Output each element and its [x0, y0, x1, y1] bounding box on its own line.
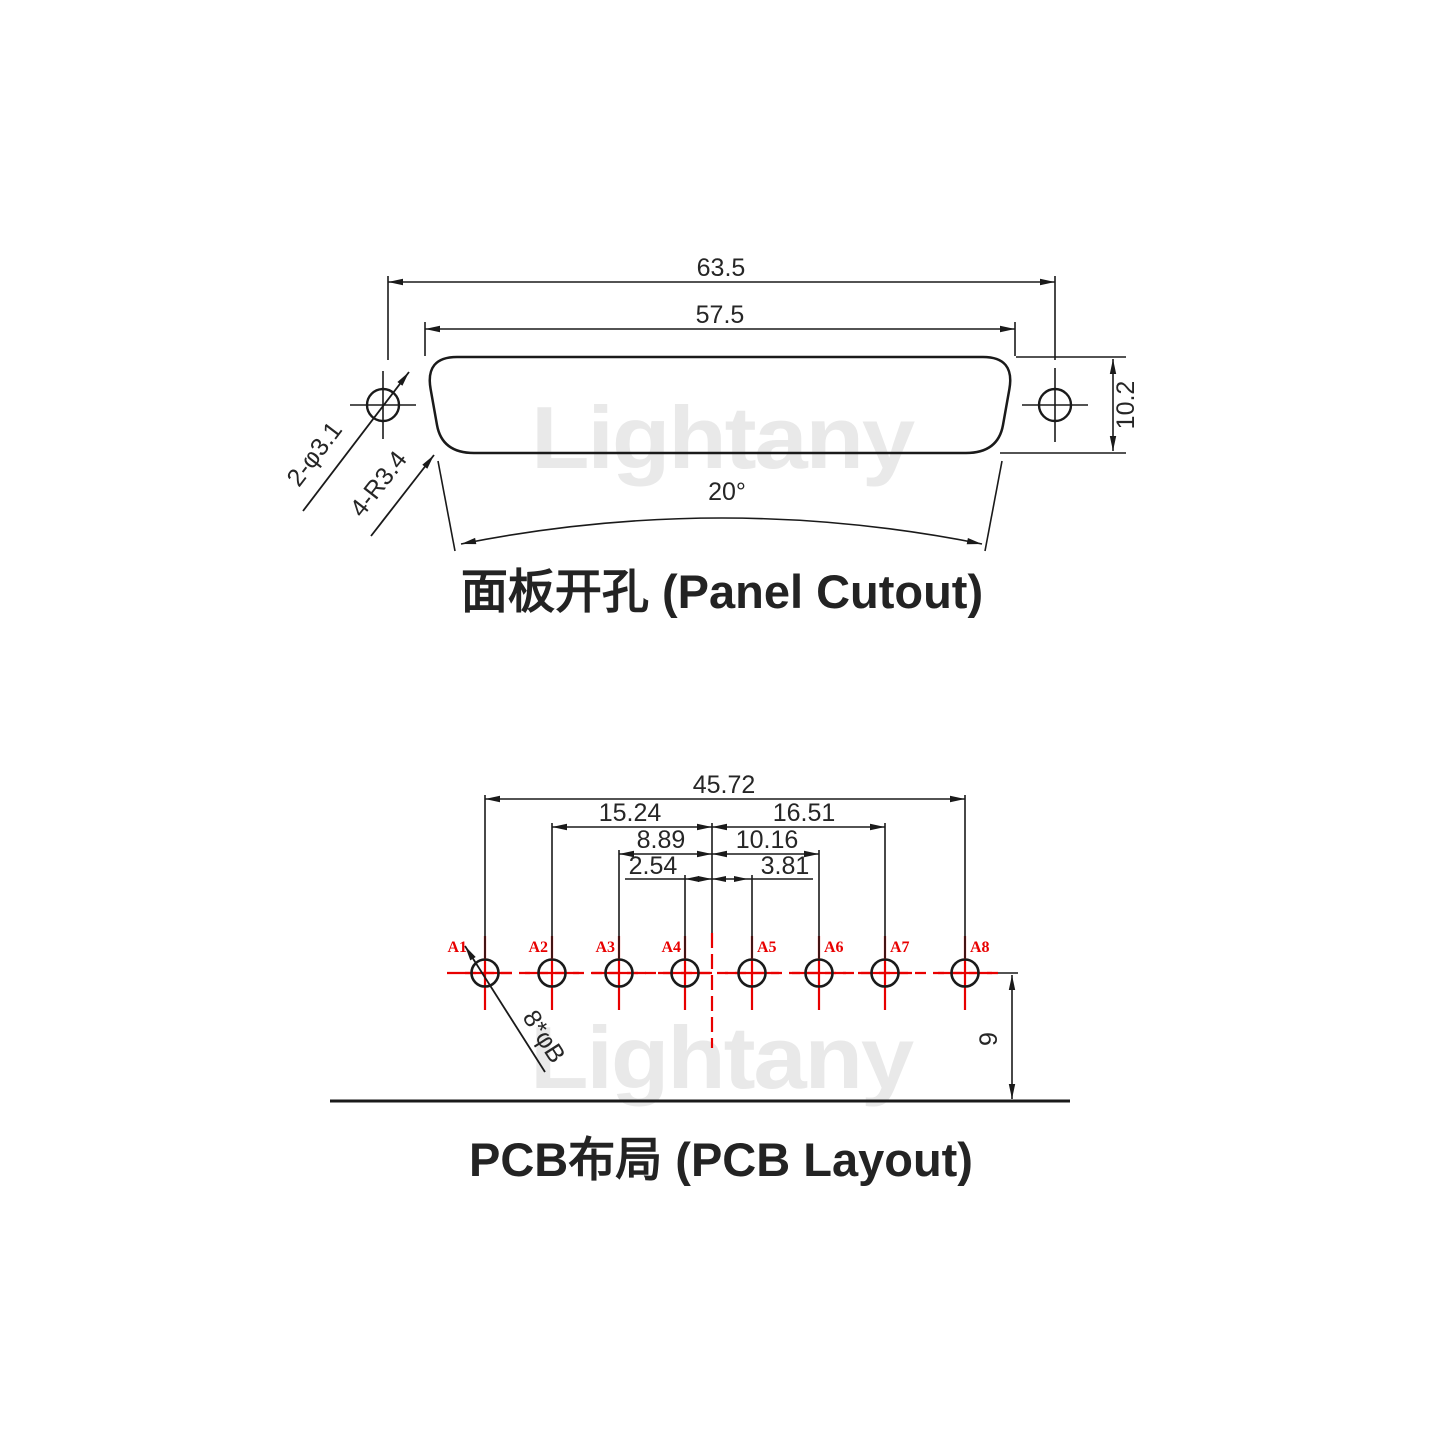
dim-text-20deg: 20° [708, 478, 746, 506]
mounting-hole-right [1022, 368, 1088, 442]
arrowhead [552, 823, 567, 831]
arrowhead [1008, 975, 1016, 990]
pad-a6 [804, 958, 834, 988]
leader-radius [370, 454, 435, 537]
arrowhead [804, 850, 819, 858]
leader-holes [302, 371, 410, 512]
pad-label-a7: A7 [890, 939, 910, 956]
dim-text-2-54: 2.54 [629, 852, 678, 880]
pcb-layout-title: PCB布局 (PCB Layout) [469, 1133, 973, 1186]
pad-a1 [470, 958, 500, 988]
arrowhead [485, 795, 500, 803]
dim-text-9: 9 [975, 1032, 1003, 1046]
dim-text-57-5: 57.5 [696, 301, 745, 329]
pad-a7 [870, 958, 900, 988]
dim-text-15-24: 15.24 [599, 799, 662, 827]
panel-cutout-outline [428, 355, 1012, 455]
arrowhead [685, 876, 699, 882]
watermark-bottom: Lightany [530, 1008, 914, 1107]
dim-text-3-81: 3.81 [761, 852, 810, 880]
pad-label-a4: A4 [661, 939, 681, 956]
watermark-top: Lightany [531, 388, 915, 487]
pad-a3 [604, 958, 634, 988]
arrowhead [465, 946, 476, 961]
panel-arrowheads [388, 278, 1117, 545]
arrowhead [712, 850, 727, 858]
pad-label-a1: A1 [447, 939, 467, 956]
arrowhead [734, 876, 748, 882]
ext-line [984, 460, 1003, 552]
pad-a8 [950, 958, 980, 988]
arrowhead [870, 823, 885, 831]
panel-cutout-title: 面板开孔 (Panel Cutout) [461, 565, 983, 618]
dim-text-10-16: 10.16 [736, 826, 799, 854]
arrowhead [697, 850, 712, 858]
arrowhead [461, 537, 477, 545]
arrowhead [1109, 436, 1117, 451]
arrowhead [712, 823, 727, 831]
pad-a4 [670, 958, 700, 988]
pad-label-a8: A8 [970, 939, 990, 956]
dim-text-45-72: 45.72 [693, 771, 756, 799]
leader-hole-dia [464, 945, 546, 1073]
pad-a2 [537, 958, 567, 988]
pcb-arrowheads [465, 795, 1016, 1099]
dim-20deg [437, 460, 1003, 552]
dim-63-5 [387, 276, 1056, 360]
pad-circles [470, 958, 980, 988]
arrowhead [1040, 278, 1055, 286]
angle-arc [460, 517, 983, 545]
pad-label-a2: A2 [528, 939, 548, 956]
pad-labels: A1 A2 A3 A4 A5 A6 A7 A8 [447, 939, 989, 956]
label-2-phi3-1: 2-φ3.1 [281, 417, 348, 492]
pcb-dim-lines [330, 795, 1070, 1103]
ext-line [437, 460, 456, 552]
pad-a5 [737, 958, 767, 988]
arrowhead [1000, 325, 1015, 333]
dim-57-5 [424, 322, 1016, 356]
arrowhead [1008, 1084, 1016, 1099]
pad-label-a3: A3 [595, 939, 615, 956]
arrowhead [712, 876, 726, 882]
arrowhead [397, 372, 409, 386]
pad-label-a6: A6 [824, 939, 844, 956]
dim-text-16-51: 16.51 [773, 799, 836, 827]
pcb-layout-diagram: A1 A2 A3 A4 A5 A6 A7 A8 45.72 15.24 16.5… [330, 771, 1070, 1186]
dim-text-10-2: 10.2 [1112, 381, 1140, 430]
arrowhead [425, 325, 440, 333]
arrowhead [619, 850, 634, 858]
arrowhead [1109, 359, 1117, 374]
arrowhead [697, 823, 712, 831]
dim-10-2 [1000, 356, 1126, 454]
arrowhead [950, 795, 965, 803]
arrowhead [698, 876, 712, 882]
arrowhead [388, 278, 403, 286]
dim-text-63-5: 63.5 [697, 254, 746, 282]
arrowhead [422, 455, 434, 469]
label-4-r3-4: 4-R3.4 [345, 446, 413, 522]
arrowhead [966, 538, 982, 545]
pad-label-a5: A5 [757, 939, 777, 956]
dim-text-8-89: 8.89 [637, 826, 686, 854]
